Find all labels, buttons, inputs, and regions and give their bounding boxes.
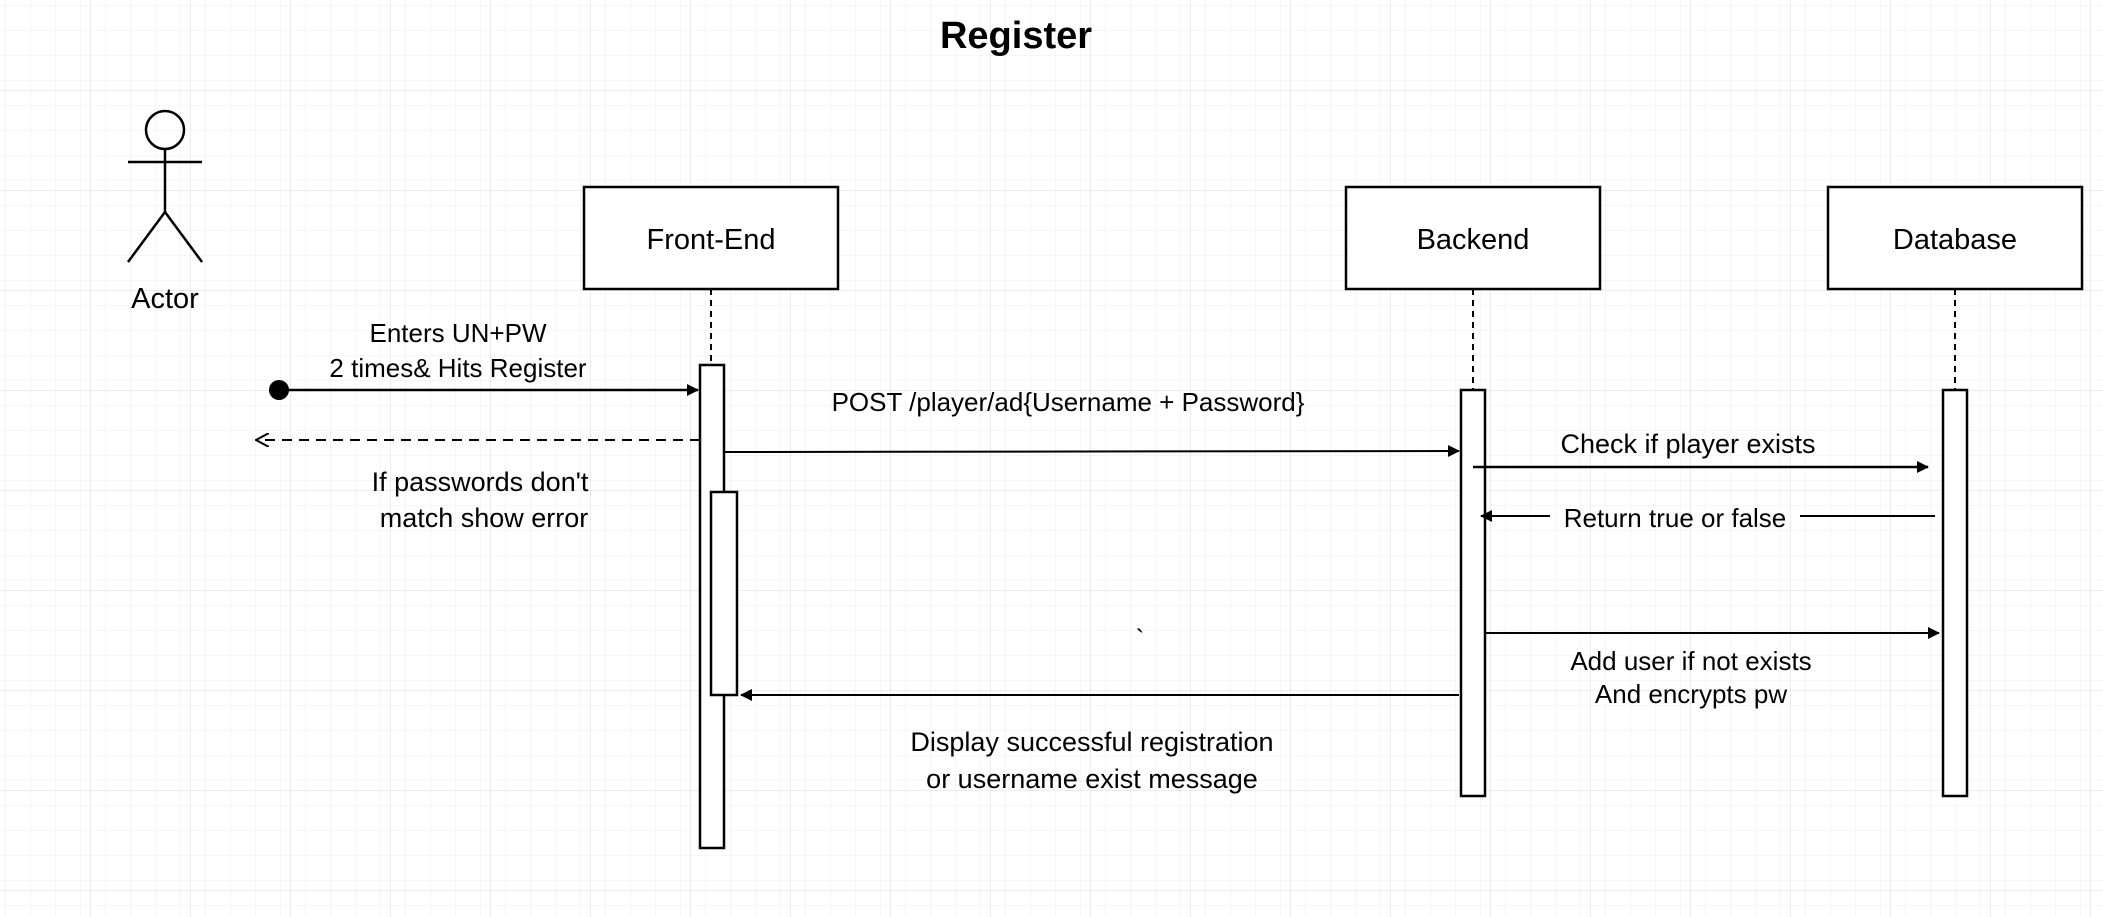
message-enters-line-2: 2 times& Hits Register	[329, 353, 587, 383]
message-show-error[interactable]: If passwords don't match show error	[256, 440, 700, 533]
front-end-label: Front-End	[647, 224, 776, 256]
database-label: Database	[1893, 224, 2017, 256]
front-end-nested-activation[interactable]	[709, 490, 739, 697]
message-post-register[interactable]: POST /player/ad{Username + Password}	[723, 387, 1460, 458]
message-display-line-1: Display successful registration	[910, 727, 1273, 757]
actor-left-leg	[126, 211, 167, 263]
actor-figure	[126, 109, 204, 263]
message-error-line-2: match show error	[380, 503, 589, 533]
backend-box[interactable]	[1344, 185, 1602, 291]
message-enters-line-1: Enters UN+PW	[370, 318, 547, 348]
message-check-player[interactable]: Check if player exists	[1473, 429, 1929, 473]
message-add-user[interactable]: Add user if not exists And encrypts pw	[1485, 627, 1940, 709]
database-activation[interactable]	[1941, 388, 1969, 798]
actor-label: Actor	[131, 283, 199, 315]
participant-backend[interactable]: Backend	[1344, 185, 1602, 291]
message-post-arrow[interactable]	[723, 445, 1460, 458]
actor-right-leg	[163, 211, 204, 263]
message-enters-credentials[interactable]: Enters UN+PW 2 times& Hits Register	[269, 318, 699, 400]
message-post-label: POST /player/ad{Username + Password}	[832, 387, 1305, 417]
participant-front-end[interactable]: Front-End	[582, 185, 840, 291]
backend-label: Backend	[1417, 224, 1530, 256]
participant-database[interactable]: Database	[1826, 185, 2084, 291]
message-return-result[interactable]: Return true or false	[1480, 503, 1935, 533]
backend-activation[interactable]	[1459, 388, 1487, 798]
message-display-line-2: or username exist message	[926, 764, 1258, 794]
database-box[interactable]	[1826, 185, 2084, 291]
message-display-result[interactable]: Display successful registration or usern…	[740, 689, 1459, 794]
stray-mark: `	[1136, 624, 1145, 654]
message-check-label: Check if player exists	[1560, 429, 1815, 459]
message-add-line-1: Add user if not exists	[1570, 646, 1811, 676]
message-error-line-1: If passwords don't	[372, 467, 589, 497]
diagram-title: Register	[940, 15, 1092, 57]
message-add-line-2: And encrypts pw	[1595, 679, 1787, 709]
message-return-label: Return true or false	[1564, 503, 1787, 533]
